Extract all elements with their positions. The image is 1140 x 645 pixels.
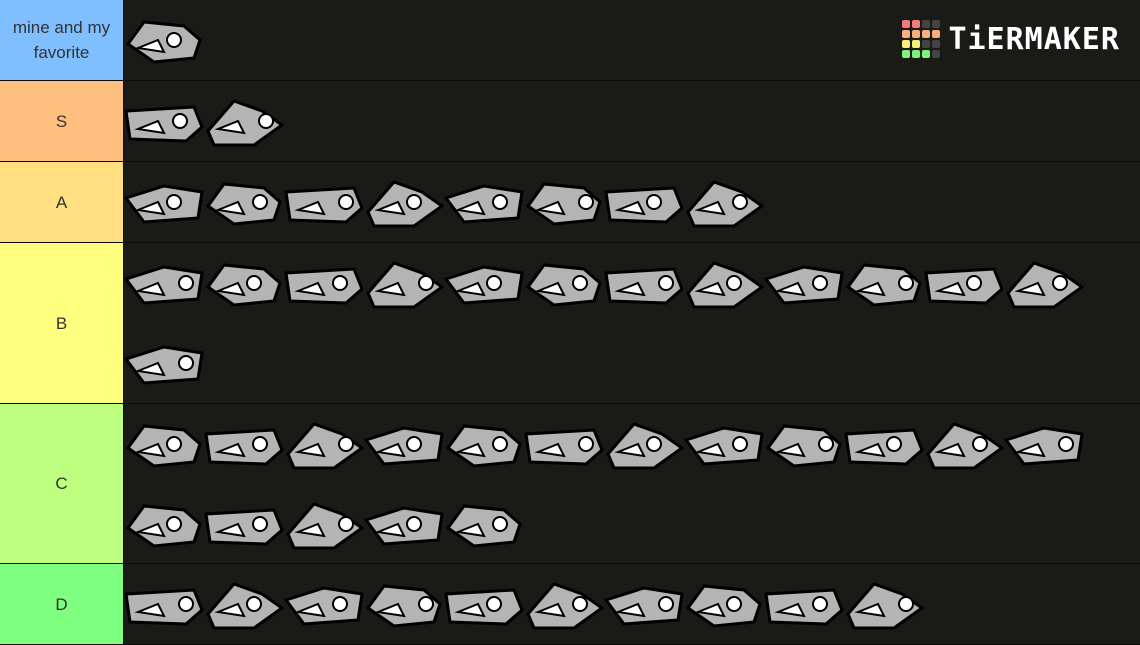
tiermaker-logo[interactable]: TiERMAKER: [902, 20, 1120, 58]
tier-item-image[interactable]: [204, 404, 284, 484]
tier-item-image[interactable]: [284, 404, 364, 484]
tier-item-image[interactable]: [764, 564, 844, 644]
tier-item-image[interactable]: [204, 564, 284, 644]
tier-item-image[interactable]: [764, 404, 844, 484]
tier-item-image[interactable]: [284, 162, 364, 242]
tier-items: [124, 564, 1140, 644]
tier-item-image[interactable]: [284, 243, 364, 323]
tier-item-image[interactable]: [364, 162, 444, 242]
tier-item-image[interactable]: [684, 564, 764, 644]
tier-item-image[interactable]: [364, 484, 444, 564]
tier-item-image[interactable]: [924, 243, 1004, 323]
tier-item-image[interactable]: [364, 564, 444, 644]
tier-item-image[interactable]: [124, 81, 204, 161]
tier-item-image[interactable]: [124, 162, 204, 242]
tier-row-s: S: [0, 81, 1140, 162]
tier-item-image[interactable]: [204, 243, 284, 323]
tier-item-image[interactable]: [444, 484, 524, 564]
tier-item-image[interactable]: [444, 162, 524, 242]
tier-item-image[interactable]: [524, 564, 604, 644]
tier-label[interactable]: B: [0, 243, 124, 403]
tier-item-image[interactable]: [284, 484, 364, 564]
tier-item-image[interactable]: [124, 484, 204, 564]
tier-items: [124, 404, 1140, 563]
tier-label[interactable]: C: [0, 404, 124, 563]
tier-items: [124, 0, 1140, 80]
tier-item-image[interactable]: [764, 243, 844, 323]
tier-item-image[interactable]: [444, 404, 524, 484]
tier-item-image[interactable]: [124, 404, 204, 484]
tier-item-image[interactable]: [444, 564, 524, 644]
tier-label[interactable]: mine and my favorite: [0, 0, 124, 80]
tier-row-favorite: mine and my favorite: [0, 0, 1140, 81]
tier-item-image[interactable]: [844, 404, 924, 484]
tier-item-image[interactable]: [844, 243, 924, 323]
tier-item-image[interactable]: [124, 243, 204, 323]
tier-item-image[interactable]: [684, 404, 764, 484]
tier-row-c: C: [0, 404, 1140, 564]
tier-item-image[interactable]: [604, 404, 684, 484]
tier-item-image[interactable]: [604, 162, 684, 242]
logo-grid-icon: [902, 20, 941, 58]
tier-item-image[interactable]: [1004, 404, 1084, 484]
tier-items: [124, 162, 1140, 242]
tier-item-image[interactable]: [684, 243, 764, 323]
tier-item-image[interactable]: [524, 404, 604, 484]
tier-label[interactable]: A: [0, 162, 124, 242]
tier-label[interactable]: D: [0, 564, 124, 644]
tier-row-b: B: [0, 243, 1140, 404]
tier-item-image[interactable]: [444, 243, 524, 323]
tier-item-image[interactable]: [604, 564, 684, 644]
tier-row-a: A: [0, 162, 1140, 243]
tier-item-image[interactable]: [684, 162, 764, 242]
tier-row-d: D: [0, 564, 1140, 645]
tier-item-image[interactable]: [204, 484, 284, 564]
tier-item-image[interactable]: [204, 162, 284, 242]
tier-item-image[interactable]: [124, 0, 204, 80]
tier-item-image[interactable]: [524, 162, 604, 242]
tier-items: [124, 81, 1140, 161]
tier-item-image[interactable]: [524, 243, 604, 323]
tier-label[interactable]: S: [0, 81, 124, 161]
tier-item-image[interactable]: [364, 404, 444, 484]
tier-item-image[interactable]: [844, 564, 924, 644]
tier-items: [124, 243, 1140, 403]
tier-item-image[interactable]: [1004, 243, 1084, 323]
tier-item-image[interactable]: [924, 404, 1004, 484]
tier-item-image[interactable]: [364, 243, 444, 323]
tier-item-image[interactable]: [204, 81, 284, 161]
tier-item-image[interactable]: [604, 243, 684, 323]
logo-text: TiERMAKER: [948, 21, 1120, 57]
tier-item-image[interactable]: [124, 323, 204, 403]
tier-item-image[interactable]: [124, 564, 204, 644]
tier-item-image[interactable]: [284, 564, 364, 644]
